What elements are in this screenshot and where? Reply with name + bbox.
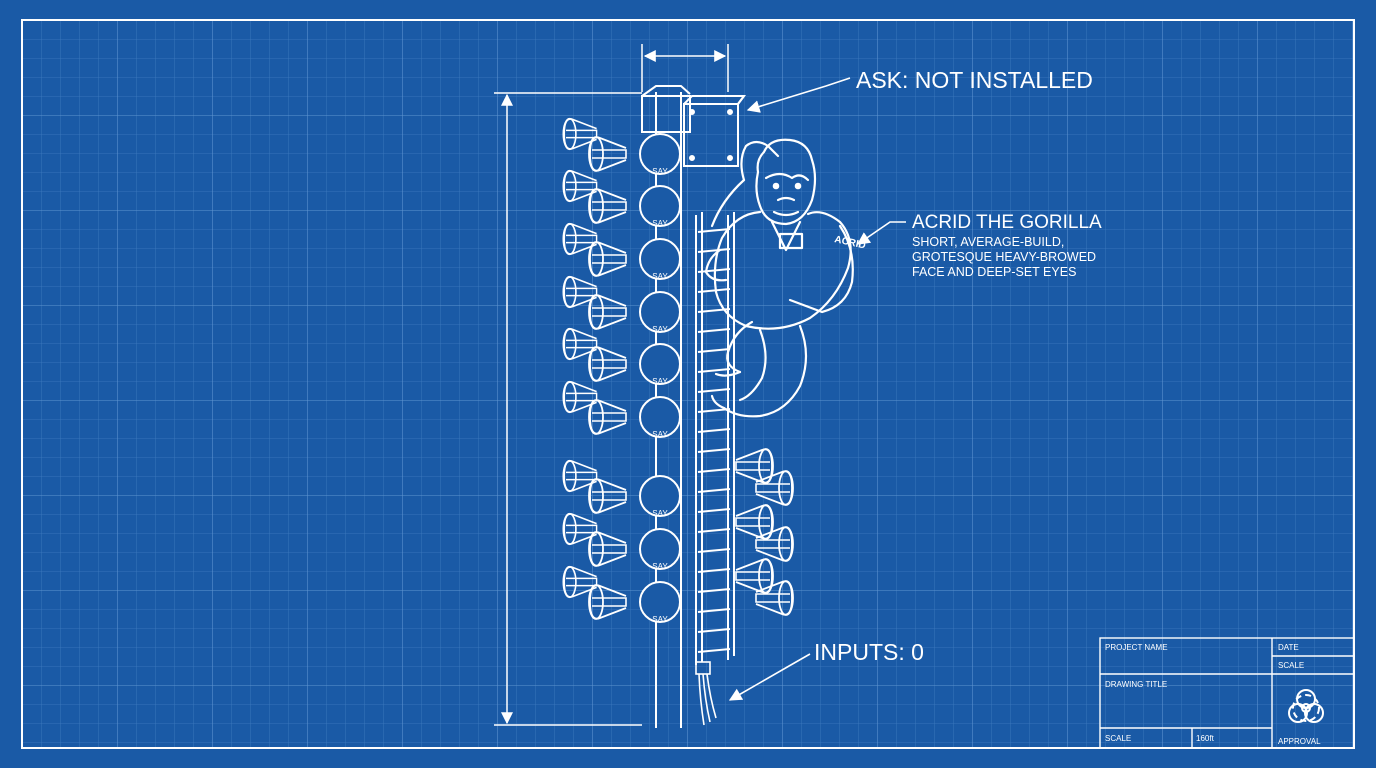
approval-label: APPROVAL [1278,737,1321,746]
drawing-title-label: DRAWING TITLE [1105,680,1167,689]
speaker-say-label: SAY [652,430,668,439]
speaker-unit: SAY [562,327,681,386]
project-name-label: PROJECT NAME [1105,643,1168,652]
speaker-unit: SAY [562,459,681,518]
speaker-unit: SAY [562,380,681,439]
ladder-rung [697,348,731,353]
ladder-rung [697,628,731,633]
service-ladder [695,212,735,665]
speaker-disc [639,343,681,385]
speaker-disc [639,185,681,227]
gorilla-figure [704,138,854,418]
gorilla-desc-line-2: GROTESQUE HEAVY-BROWED [912,250,1096,264]
input-cable [695,661,717,726]
ladder-rung [697,288,731,293]
ladder-rung [697,488,731,493]
speaker-disc [639,238,681,280]
ladder-rung [697,248,731,253]
width-dimension [641,44,729,92]
ladder-rung [697,368,731,373]
ladder-rung [697,428,731,433]
speaker-say-label: SAY [652,562,668,571]
speaker-say-label: SAY [652,615,668,624]
ladder-rung [697,528,731,533]
ladder-rung [697,648,731,653]
drawing-border [21,19,1355,749]
gorilla-desc-line-1: SHORT, AVERAGE-BUILD, [912,235,1064,249]
speaker-disc [639,133,681,175]
height-dimension [494,92,642,726]
gorilla-desc-line-3: FACE AND DEEP-SET EYES [912,265,1076,279]
callout-leaders [728,77,906,701]
speaker-disc [639,581,681,623]
gorilla-name: ACRID THE GORILLA [912,212,1102,233]
ladder-rung [697,568,731,573]
speaker-say-label: SAY [652,509,668,518]
ladder-rung [697,468,731,473]
speaker-unit: SAY [562,275,681,334]
speaker-say-label: SAY [652,272,668,281]
scale-label-top: SCALE [1278,661,1304,670]
date-label: DATE [1278,643,1299,652]
grid-major [22,20,1354,748]
speaker-unit: SAY [562,222,681,281]
ladder-rung [697,508,731,513]
speaker-say-label: SAY [652,219,668,228]
speaker-array: SAY SAY SAY SAY SAY SAY SAY SAY SAY [562,117,681,624]
ladder-rung [697,328,731,333]
speaker-say-label: SAY [652,167,668,176]
speaker-unit: SAY [562,117,681,176]
scale-value: 160ft [1196,734,1215,743]
speaker-disc [639,291,681,333]
title-block [1099,637,1355,749]
speaker-say-label: SAY [652,377,668,386]
scale-label-bottom: SCALE [1105,734,1131,743]
speaker-unit: SAY [562,565,681,624]
speaker-say-label: SAY [652,325,668,334]
ladder-rung [697,608,731,613]
speaker-disc [639,528,681,570]
inputs-callout: INPUTS: 0 [814,639,924,665]
biohazard-icon [1288,689,1324,723]
ladder-rung [697,388,731,393]
ladder-rung [697,588,731,593]
speaker-disc [639,475,681,517]
ladder-rung [697,448,731,453]
speaker-unit: SAY [562,169,681,228]
ladder-rung [697,548,731,553]
ladder-rung [697,228,731,233]
speaker-disc [639,396,681,438]
ask-callout: ASK: NOT INSTALLED [856,67,1093,93]
speaker-unit: SAY [562,512,681,571]
ask-junction-box [683,95,746,167]
